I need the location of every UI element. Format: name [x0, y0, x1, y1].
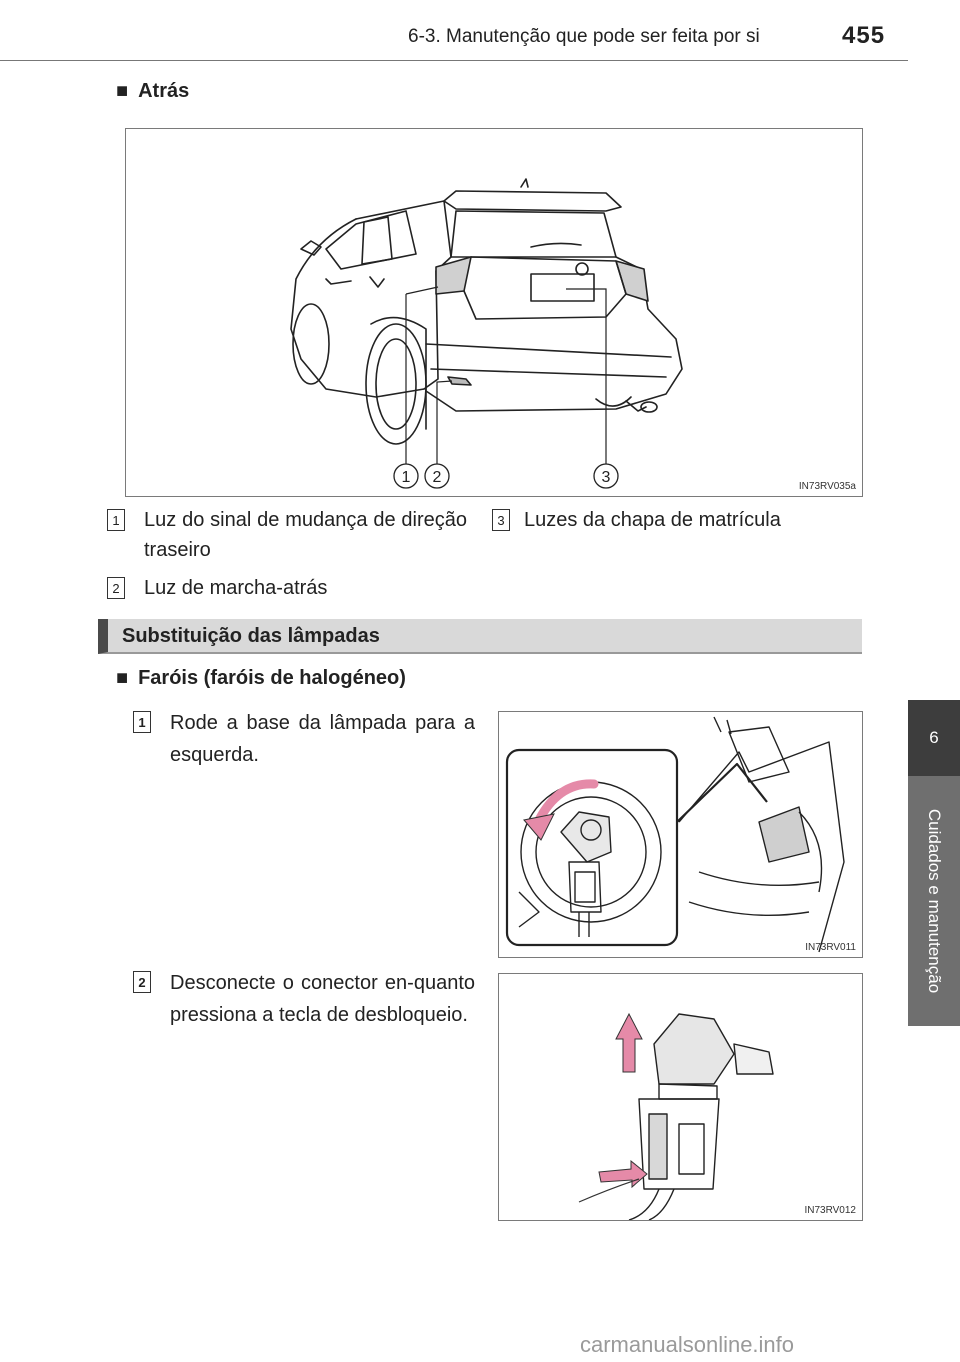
heading-text: Atrás [138, 80, 190, 102]
bulb-base-rotate-illustration [505, 716, 845, 953]
legend-number: 3 [492, 509, 510, 531]
step-number: 1 [133, 711, 151, 733]
step-number: 2 [133, 971, 151, 993]
legend-number: 2 [107, 577, 125, 599]
figure-code: IN73RV035a [798, 481, 856, 492]
step-1: 1 Rode a base da lâmpada para a esquerda… [133, 707, 475, 771]
subheading-text: Faróis (faróis de halogéneo) [138, 667, 406, 689]
step-text: Rode a base da lâmpada para a esquerda. [170, 712, 475, 766]
step-2-figure: IN73RV012 [498, 973, 863, 1221]
rear-lights-figure: 1 2 3 IN73RV035a [125, 128, 863, 497]
figure-callout-2: 2 [433, 469, 442, 486]
page-number: 455 [842, 22, 886, 49]
chapter-tab-title: Cuidados e manutenção [925, 808, 944, 994]
step-1-figure: IN73RV011 [498, 711, 863, 958]
figure-callout-1: 1 [402, 469, 411, 486]
watermark: carmanualsonline.info [580, 1332, 795, 1357]
legend-text: Luz do sinal de mudança de direção trase… [144, 509, 467, 561]
header-rule [0, 60, 908, 61]
figure-code: IN73RV011 [805, 942, 856, 953]
rear-car-illustration: 1 2 3 [290, 178, 683, 489]
legend-item-1: 1 Luz do sinal de mudança de direção tra… [107, 505, 467, 565]
figure-code: IN73RV012 [804, 1205, 856, 1216]
section-title: Substituição das lâmpadas [122, 625, 380, 647]
legend-text: Luz de marcha-atrás [144, 577, 328, 599]
step-2: 2 Desconecte o conector en-quanto pressi… [133, 967, 475, 1031]
legend-number: 1 [107, 509, 125, 531]
subheading-headlights: ■ Faróis (faróis de halogéneo) [116, 667, 406, 690]
chapter-tab[interactable]: Cuidados e manutenção [908, 776, 960, 1026]
legend-item-3: 3 Luzes da chapa de matrícula [492, 505, 852, 535]
section-heading-rear: ■ Atrás [116, 80, 189, 103]
running-header-section: 6-3. Manutenção que pode ser feita por s… [408, 26, 760, 47]
connector-release-illustration [578, 1012, 774, 1221]
section-title-bar: Substituição das lâmpadas [98, 619, 862, 654]
legend-text: Luzes da chapa de matrícula [524, 509, 781, 531]
chapter-tab-number[interactable]: 6 [908, 700, 960, 776]
heading-marker: ■ [116, 80, 129, 102]
heading-marker: ■ [116, 667, 129, 689]
figure-callout-3: 3 [602, 469, 611, 486]
step-text: Desconecte o conector en-quanto pression… [170, 972, 475, 1026]
legend-item-2: 2 Luz de marcha-atrás [107, 573, 467, 603]
